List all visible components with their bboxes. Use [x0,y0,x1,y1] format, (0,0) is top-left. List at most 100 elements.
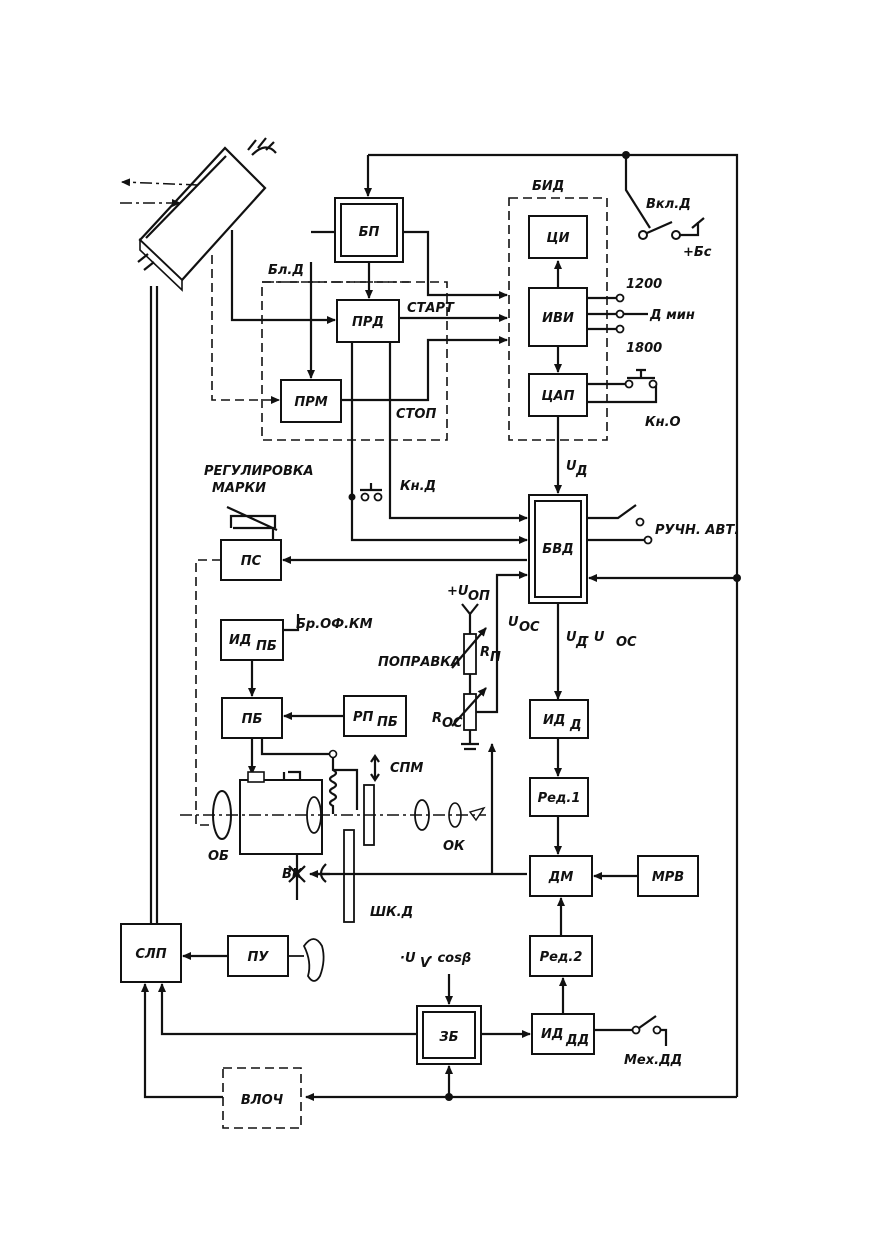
wire-mirror-prm [211,255,280,404]
vk-icon [288,865,306,883]
wire-bp-ivi [403,230,508,299]
rp-adjust[interactable] [451,627,487,669]
optical-assembly [180,770,486,855]
id-dd-block [531,1013,595,1055]
prm-label: ПРМ [294,395,327,410]
scanning-mirror [137,137,277,292]
bl-d-label: Бл.Д [268,263,304,278]
mark-adjuster[interactable] [226,506,278,540]
wire-vkl-d [624,155,651,229]
wire-prd-bvd [350,342,528,544]
meh-dd-switch[interactable] [638,1015,657,1029]
reg-marki-line2: МАРКИ [212,481,266,496]
start-label: СТАРТ [407,301,455,316]
kn-d-button[interactable] [360,483,382,492]
bid-region [508,197,608,441]
v1200-label: 1200 [626,277,662,292]
switch-contact [671,230,681,240]
kn-o-button[interactable] [627,368,655,380]
switch-contact [638,230,648,240]
bp-label: БП [359,225,380,240]
udiff-sub1: Д [575,635,588,650]
beam-out [121,178,199,187]
vk-label: ВК [282,867,304,882]
vkl-d-label: Вкл.Д [646,197,691,212]
mrv-label: МРВ [652,870,684,885]
ob-label: ОБ [208,849,229,864]
uv-tail: · cosβ [428,951,471,966]
contact-1800[interactable] [615,324,625,334]
kn-d-contact [360,492,370,502]
udiff-u1: U [566,630,577,645]
rp-pb-label: РП [353,710,374,725]
avt-contact[interactable] [643,535,653,545]
uoc-sub: ОС [519,620,540,635]
udiff-sub2: ОС [616,635,637,650]
shk-d-scale [343,829,355,923]
rp-pb-block [343,695,407,737]
wire-br-of [283,614,300,632]
v1800-label: 1800 [626,341,662,356]
kn-o-contact [624,379,634,389]
spm-arrow-icon [370,754,380,782]
stop-label: СТОП [396,407,436,422]
mrv-block [637,855,699,897]
joystick-icon[interactable] [288,938,325,982]
bp-block [340,203,398,257]
red1-label: Ред.1 [538,791,581,806]
dm-label: ДМ [548,870,574,885]
kn-d-contact [348,493,356,501]
ci-block [528,215,588,259]
wire-uoc [476,571,528,714]
prd-label: ПРД [352,315,384,330]
contact-dmin[interactable] [615,309,625,319]
d-min-label: Д мин [649,308,695,323]
uoc-label: U [508,615,519,630]
popravka-label: ПОПРАВКА [378,655,461,670]
roc-adjust[interactable] [451,687,487,727]
wire-stop [341,336,508,402]
pb-label: ПБ [242,712,263,727]
wire-uop [461,603,479,634]
ruchn-contact[interactable] [635,517,645,527]
spm-label: СПМ [390,761,423,776]
id-pb-label: ИД [229,633,251,648]
wire-ruchn-avt [587,504,644,542]
id-d-label: ИД [543,713,565,728]
id-d-block [529,699,589,739]
plus-bs-label: +Бс [683,245,712,260]
kn-o-contact [648,379,658,389]
rp-pb-sub: ПБ [377,715,398,730]
slp-block [120,923,182,983]
dm-block [529,855,593,897]
reg-marki-line1: РЕГУЛИРОВКА [204,464,314,479]
contact-1200[interactable] [615,293,625,303]
br-of-km-label: Бр.ОФ.КМ [296,617,373,632]
resistor-rp [463,633,477,675]
spm-spring [328,757,338,814]
wire-meh-dd-end [660,1028,668,1046]
bvd-label: БВД [542,542,573,557]
kn-o-label: Кн.О [645,415,681,430]
meh-dd-contact [652,1025,662,1035]
prd-block [336,299,400,343]
slp-label: СЛП [135,947,166,962]
red2-label: Ред.2 [540,950,583,965]
plus-uop-sub: ОП [468,589,490,604]
meh-dd-contact[interactable] [631,1025,641,1035]
roc-label: R [432,711,442,726]
bid-label: БИД [532,179,564,194]
bvd-block [534,500,582,598]
pu-label: ПУ [248,950,270,965]
rp-label: R [480,645,490,660]
ivi-label: ИВИ [542,311,574,326]
u-d-sub: Д [575,464,588,479]
ps-label: ПС [241,554,262,569]
wire-mirror-prd [230,230,336,324]
kn-d-label: Кн.Д [400,479,436,494]
wire-vloch-slp [141,983,223,1099]
vloch-label: ВЛОЧ [241,1093,284,1108]
wire-pb-spm [260,738,330,756]
wire-zb-slp [158,983,417,1036]
ps-block [220,539,282,581]
